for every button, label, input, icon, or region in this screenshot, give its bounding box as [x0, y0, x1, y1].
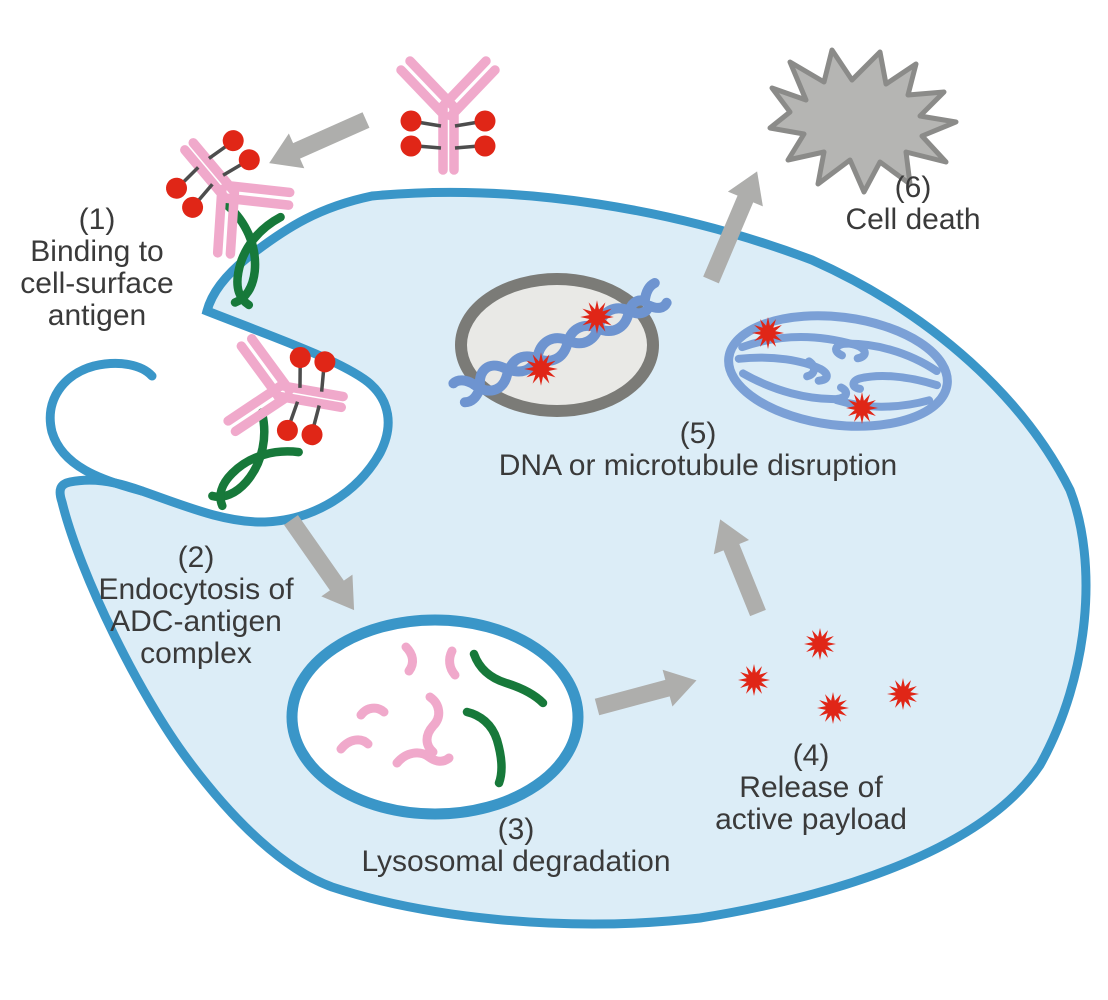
step-5-label: (5) DNA or microtubule disruption	[458, 418, 938, 482]
step-1-label: (1) Binding to cell-surface antigen	[2, 204, 192, 332]
step-text: antigen	[47, 299, 147, 332]
step-3-label: (3) Lysosomal degradation	[336, 814, 696, 878]
step-number: (4)	[792, 739, 830, 772]
step-text: complex	[140, 637, 252, 670]
arrow-to-step5-icon	[713, 519, 766, 617]
step-text: ADC-antigen	[110, 605, 282, 638]
arrow-to-step4-icon	[594, 669, 697, 716]
arrow-to-step3-icon	[284, 515, 355, 611]
dead-cell-icon	[767, 47, 959, 195]
endocytic-pit-curl-icon	[45, 358, 157, 496]
arrow-to-step1-icon	[269, 112, 370, 169]
step-2-label: (2) Endocytosis of ADC-antigen complex	[76, 542, 316, 670]
step-text: Binding to	[30, 235, 164, 268]
step-text: active payload	[715, 803, 907, 836]
step-4-label: (4) Release of active payload	[691, 740, 931, 836]
step-text: DNA or microtubule disruption	[498, 449, 898, 482]
adc-free-icon	[401, 61, 496, 170]
step-number: (3)	[497, 813, 535, 846]
step-text: Release of	[739, 771, 883, 804]
microtubule-spindle-icon	[724, 311, 952, 431]
step-number: (2)	[177, 541, 215, 574]
step-number: (6)	[894, 171, 932, 204]
step-text: Cell death	[845, 203, 981, 236]
nucleus-dna-icon	[448, 273, 672, 417]
step-number: (5)	[679, 417, 717, 450]
lysosome-icon	[286, 614, 584, 820]
step-text: Endocytosis of	[98, 573, 294, 606]
step-6-label: (6) Cell death	[813, 172, 1013, 236]
step-text: cell-surface	[20, 267, 174, 300]
step-text: Lysosomal degradation	[361, 845, 671, 878]
step-number: (1)	[78, 203, 116, 236]
arrow-to-step6-icon	[703, 171, 763, 284]
